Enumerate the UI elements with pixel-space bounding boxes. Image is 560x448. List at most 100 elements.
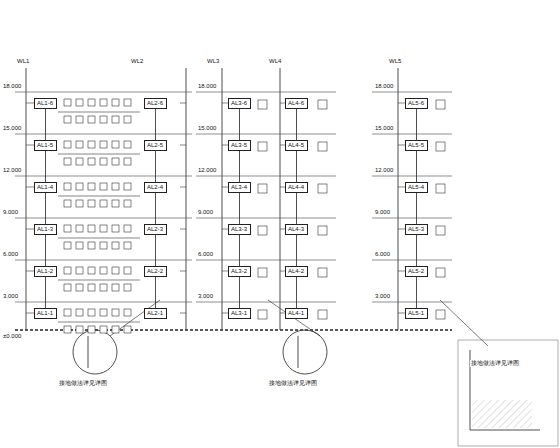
box-label: AL2-4 [147, 184, 164, 191]
distribution-box: AL4-3 [285, 224, 308, 235]
meter-box [124, 141, 131, 148]
meter-box [258, 310, 267, 319]
meter-box [100, 242, 107, 249]
branch-line [398, 271, 405, 272]
elevation-label: 18.000 [2, 83, 22, 90]
meter-box [88, 141, 95, 148]
riser-connector [45, 235, 46, 266]
box-label: AL1-2 [37, 268, 54, 275]
branch-line [180, 187, 186, 188]
hatch-area [472, 400, 532, 428]
meter-box [112, 141, 119, 148]
leader-line [440, 300, 488, 346]
riser-connector [155, 193, 156, 224]
detail-circle [283, 330, 327, 374]
meter-box [88, 99, 95, 106]
distribution-box: AL2-3 [144, 224, 167, 235]
box-label: AL3-2 [231, 268, 248, 275]
meter-box [112, 284, 119, 291]
meter-box [436, 184, 445, 193]
meter-box [100, 158, 107, 165]
branch-line [398, 145, 405, 146]
meter-box [64, 242, 71, 249]
riser-connector [296, 277, 297, 308]
box-label: AL2-5 [147, 142, 164, 149]
meter-box [436, 142, 445, 151]
meter-box [64, 158, 71, 165]
riser-connector [45, 277, 46, 308]
box-label: AL4-5 [288, 142, 305, 149]
box-label: AL5-2 [408, 268, 425, 275]
box-label: AL4-2 [288, 268, 305, 275]
box-label: AL3-1 [231, 310, 248, 317]
distribution-box: AL4-2 [285, 266, 308, 277]
branch-line [398, 229, 405, 230]
meter-box [100, 284, 107, 291]
elevation-label: 12.000 [2, 167, 22, 174]
elevation-label: 3.000 [2, 293, 19, 300]
meter-box [88, 326, 95, 333]
meter-box [124, 158, 131, 165]
meter-box [112, 225, 119, 232]
floor-line [196, 176, 336, 177]
meter-box [76, 284, 83, 291]
meter-box [124, 116, 131, 123]
riser-connector [45, 193, 46, 224]
meter-box [64, 200, 71, 207]
feeder-label: WL5 [388, 58, 402, 65]
meter-box [124, 309, 131, 316]
note-text: 接地做法详见详图 [58, 380, 108, 387]
branch-line [180, 229, 186, 230]
meter-box [88, 284, 95, 291]
floor-line [196, 92, 336, 93]
floor-line [15, 176, 192, 177]
elevation-label: 18.000 [374, 83, 394, 90]
meter-box [76, 200, 83, 207]
box-label: AL2-3 [147, 226, 164, 233]
meter-box [64, 326, 71, 333]
branch-line [26, 145, 34, 146]
distribution-box: AL3-3 [228, 224, 251, 235]
box-label: AL1-4 [37, 184, 54, 191]
box-label: AL2-6 [147, 100, 164, 107]
branch-line [180, 313, 186, 314]
branch-line [398, 313, 405, 314]
floor-line [196, 260, 336, 261]
meter-box [76, 183, 83, 190]
meter-box [112, 200, 119, 207]
distribution-box: AL2-1 [144, 308, 167, 319]
riser-connector [155, 277, 156, 308]
branch-line [180, 271, 186, 272]
riser-connector [416, 151, 417, 182]
box-label: AL4-6 [288, 100, 305, 107]
meter-box [64, 116, 71, 123]
meter-box [112, 267, 119, 274]
elevation-label: 18.000 [197, 83, 217, 90]
note-text: 接地做法详见详图 [470, 360, 520, 367]
box-label: AL4-3 [288, 226, 305, 233]
box-label: AL4-4 [288, 184, 305, 191]
elevation-label: 15.000 [197, 125, 217, 132]
distribution-box: AL2-6 [144, 98, 167, 109]
meter-box [258, 184, 267, 193]
floor-line [15, 218, 192, 219]
meter-box [76, 99, 83, 106]
elevation-label: 6.000 [2, 251, 19, 258]
elevation-label: 6.000 [197, 251, 214, 258]
meter-box [64, 183, 71, 190]
meter-box [76, 326, 83, 333]
riser-connector [416, 109, 417, 140]
meter-box [124, 200, 131, 207]
floor-line [15, 134, 192, 135]
branch-line [58, 196, 140, 197]
meter-box [100, 141, 107, 148]
distribution-box: AL1-1 [34, 308, 57, 319]
branch-line [26, 103, 34, 104]
meter-box [76, 116, 83, 123]
floor-line [372, 134, 452, 135]
box-label: AL5-6 [408, 100, 425, 107]
meter-box [100, 183, 107, 190]
box-label: AL2-1 [147, 310, 164, 317]
meter-box [76, 158, 83, 165]
distribution-box: AL4-4 [285, 182, 308, 193]
